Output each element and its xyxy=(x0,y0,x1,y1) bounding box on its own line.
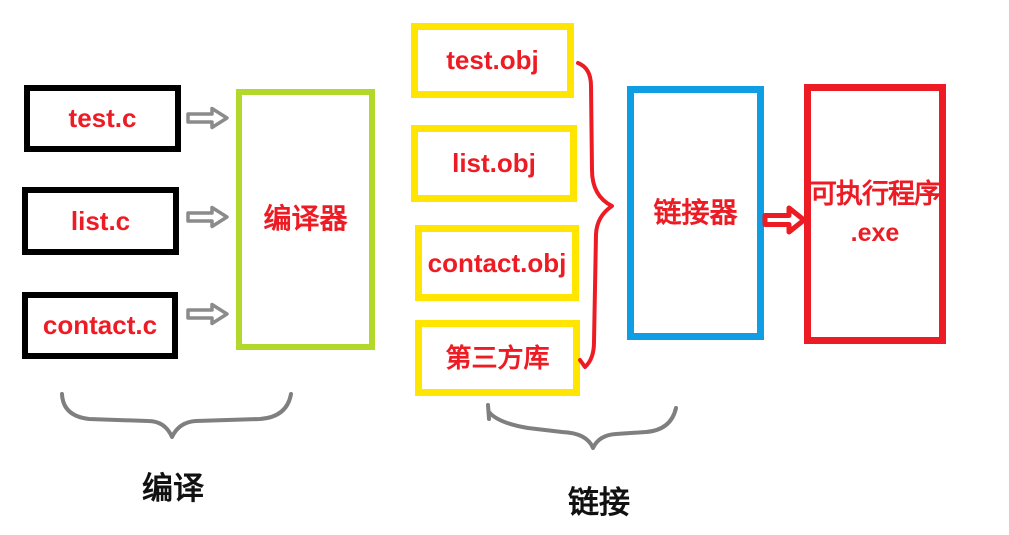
source-file-label: contact.c xyxy=(42,310,158,341)
object-file-box-contact-obj: contact.obj xyxy=(415,225,579,301)
red-right-arrow-icon xyxy=(762,205,807,235)
object-file-label: list.obj xyxy=(452,148,536,179)
compiler-label: 编译器 xyxy=(263,203,348,235)
object-file-label: contact.obj xyxy=(427,247,567,278)
source-file-box-test-c: test.c xyxy=(24,85,181,152)
source-file-label: list.c xyxy=(70,205,131,236)
object-file-box-test-obj: test.obj xyxy=(411,23,574,98)
link-stage-label: 链接 xyxy=(568,485,630,520)
source-file-label: test.c xyxy=(68,103,137,134)
right-arrow-icon xyxy=(186,205,229,229)
compile-underbrace xyxy=(60,392,293,439)
object-file-box-list-obj: list.obj xyxy=(411,125,577,202)
compile-stage-label: 编译 xyxy=(142,471,204,506)
executable-box: 可执行程序 .exe xyxy=(804,84,946,344)
source-file-box-list-c: list.c xyxy=(22,187,179,255)
linker-box: 链接器 xyxy=(627,86,764,340)
linker-label: 链接器 xyxy=(653,196,738,228)
right-arrow-icon xyxy=(186,302,229,326)
compiler-box: 编译器 xyxy=(236,89,375,350)
red-curly-brace xyxy=(576,61,614,369)
link-underbrace xyxy=(486,403,678,450)
third-party-library-box: 第三方库 xyxy=(415,320,580,396)
object-file-label: test.obj xyxy=(446,45,539,76)
third-party-library-label: 第三方库 xyxy=(445,342,550,373)
source-file-box-contact-c: contact.c xyxy=(22,292,178,359)
executable-extension-label: .exe xyxy=(850,219,900,248)
executable-name-label: 可执行程序 xyxy=(810,179,941,210)
right-arrow-icon xyxy=(186,106,229,130)
